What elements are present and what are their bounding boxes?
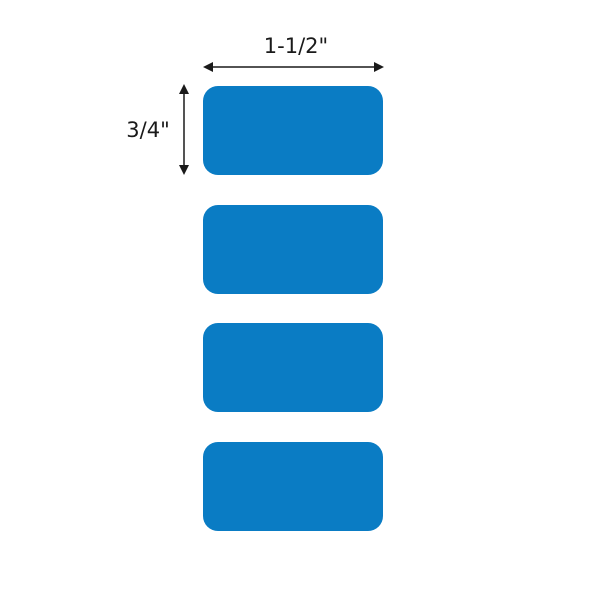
height-arrow <box>179 84 189 175</box>
width-dimension-label: 1-1/2" <box>263 34 329 58</box>
label-sticker <box>203 442 383 531</box>
height-dimension-label: 3/4" <box>126 118 170 142</box>
label-sticker <box>203 86 383 175</box>
width-arrow <box>203 62 384 72</box>
label-sticker <box>203 205 383 294</box>
label-sticker <box>203 323 383 412</box>
